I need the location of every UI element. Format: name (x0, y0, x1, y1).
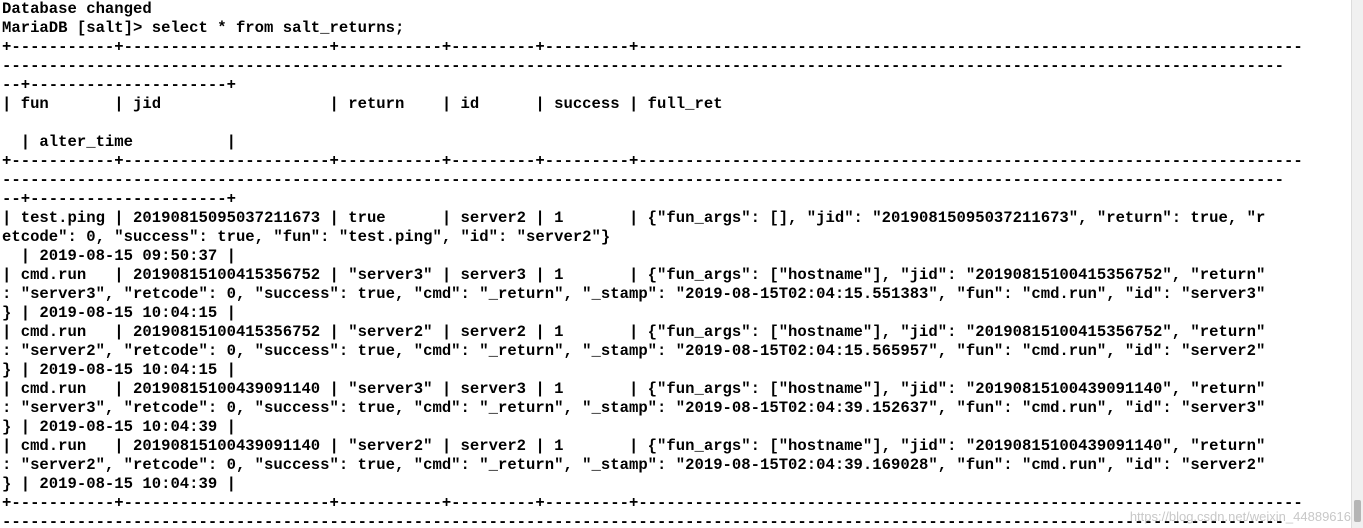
table-row-line: } | 2019-08-15 10:04:15 | (2, 361, 236, 379)
status-line: Database changed (2, 0, 152, 18)
table-border-line: ----------------------------------------… (2, 171, 1285, 189)
table-row-line: | 2019-08-15 09:50:37 | (2, 247, 236, 265)
scrollbar-thumb[interactable] (1354, 500, 1361, 522)
table-header-line: | alter_time | (2, 133, 236, 151)
vertical-scrollbar[interactable] (1351, 0, 1363, 528)
table-header-line: | fun | jid | return | id | success | fu… (2, 95, 723, 113)
table-border-line: +-----------+----------------------+----… (2, 152, 1303, 170)
table-row-line: | cmd.run | 20190815100415356752 | "serv… (2, 266, 1266, 284)
table-row-line: | cmd.run | 20190815100415356752 | "serv… (2, 323, 1266, 341)
table-row-line: : "server2", "retcode": 0, "success": tr… (2, 456, 1266, 474)
table-border-line: ----------------------------------------… (2, 513, 1285, 528)
table-row-line: } | 2019-08-15 10:04:15 | (2, 304, 236, 322)
table-border-line: --+---------------------+ (2, 190, 236, 208)
table-border-line: +-----------+----------------------+----… (2, 494, 1303, 512)
table-row-line: etcode": 0, "success": true, "fun": "tes… (2, 228, 611, 246)
table-row-line: : "server3", "retcode": 0, "success": tr… (2, 399, 1266, 417)
table-row-line: : "server3", "retcode": 0, "success": tr… (2, 285, 1266, 303)
table-border-line: --+---------------------+ (2, 76, 236, 94)
table-border-line: +-----------+----------------------+----… (2, 38, 1303, 56)
table-row-line: | cmd.run | 20190815100439091140 | "serv… (2, 437, 1266, 455)
table-header-line (0, 114, 1352, 133)
table-row-line: | cmd.run | 20190815100439091140 | "serv… (2, 380, 1266, 398)
table-row-line: : "server2", "retcode": 0, "success": tr… (2, 342, 1266, 360)
table-row-line: } | 2019-08-15 10:04:39 | (2, 475, 236, 493)
table-border-line: ----------------------------------------… (2, 57, 1285, 75)
table-row-line: | test.ping | 20190815095037211673 | tru… (2, 209, 1266, 227)
table-row-line: } | 2019-08-15 10:04:39 | (2, 418, 236, 436)
command-prompt-line: MariaDB [salt]> select * from salt_retur… (2, 19, 405, 37)
